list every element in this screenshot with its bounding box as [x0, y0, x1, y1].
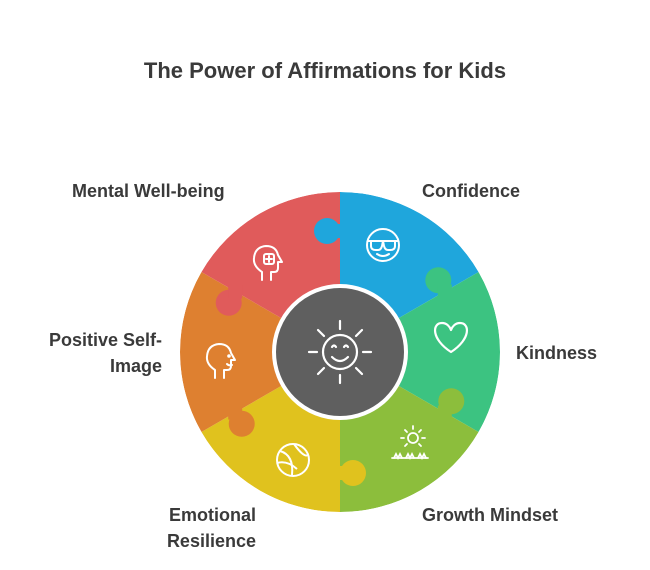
ring-outline — [178, 190, 502, 514]
puzzle-neck-positive-self-image — [228, 405, 243, 420]
label-positive-self-image-line-2: Image — [109, 356, 162, 376]
puzzle-neck-kindness — [437, 284, 452, 299]
label-positive-self-image-line-1: Positive Self- — [48, 330, 162, 350]
puzzle-neck-growth-mindset — [437, 405, 452, 420]
smiling-head-icon — [205, 343, 236, 379]
label-mental-well-being: Mental Well-being — [72, 181, 225, 201]
label-confidence: Confidence — [422, 181, 521, 201]
puzzle-neck-confidence — [333, 224, 347, 238]
heart-icon — [434, 321, 468, 354]
puzzle-neck-emotional-resilience — [333, 466, 347, 480]
label-positive-self-image: Positive Self- Image — [0, 327, 162, 379]
label-kindness: Kindness — [516, 343, 598, 363]
sunglasses-face-icon — [366, 228, 400, 262]
puzzle-segments — [180, 192, 500, 512]
label-emotional-resilience-line-1: Emotional — [168, 505, 256, 525]
center-hub — [272, 284, 408, 420]
label-growth-mindset: Growth Mindset — [422, 505, 558, 525]
smiling-sun-icon — [307, 319, 373, 385]
head-with-plus-icon — [252, 245, 283, 281]
page-title: The Power of Affirmations for Kids — [143, 58, 507, 83]
puzzle-neck-mental-well-being — [228, 284, 243, 299]
label-emotional-resilience: Emotional Resilience — [0, 502, 256, 554]
segment-kindness — [397, 272, 500, 432]
sprouting-sun-icon — [391, 425, 429, 461]
ball-icon — [276, 443, 310, 477]
puzzle-seams — [178, 190, 502, 514]
label-emotional-resilience-line-2: Resilience — [166, 531, 256, 551]
